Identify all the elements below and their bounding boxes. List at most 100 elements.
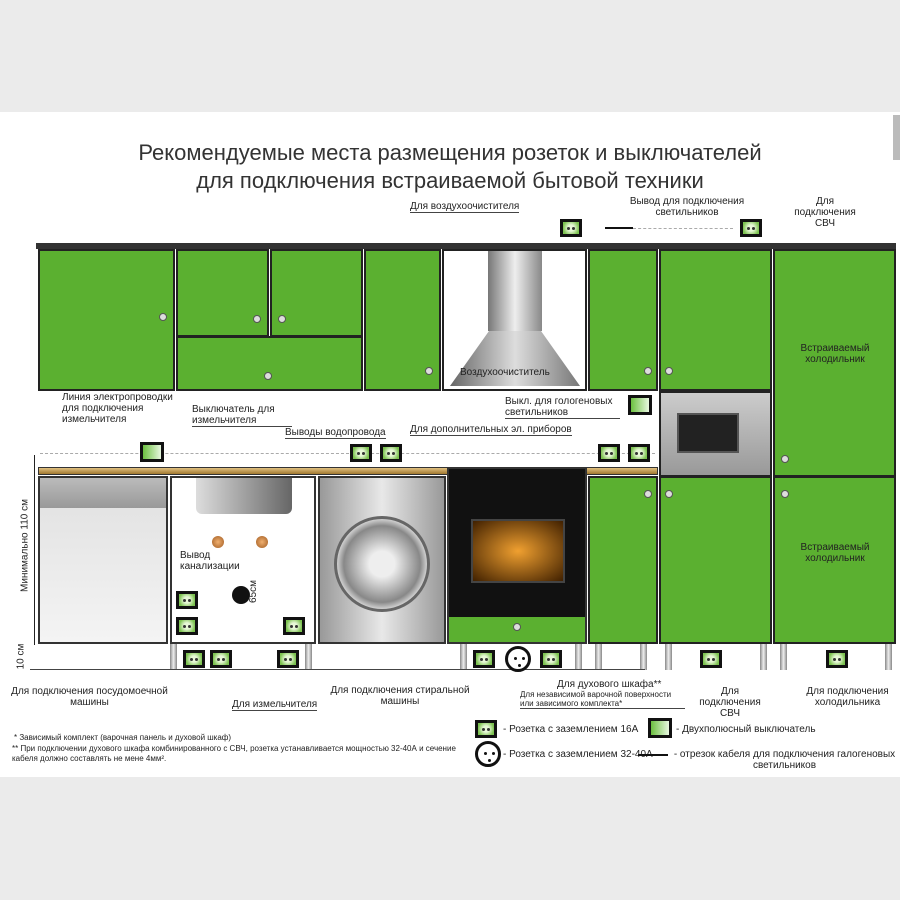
- label-microwave: Для подключения СВЧ: [699, 686, 761, 719]
- handle-icon: [253, 315, 261, 323]
- cable-icon: [605, 227, 633, 229]
- label-hood: Воздухоочиститель: [460, 367, 550, 378]
- socket-oven-aux: [473, 650, 495, 668]
- water-outlet-icon: [212, 536, 224, 548]
- socket-grinder-1: [176, 591, 198, 609]
- cabinet-leg: [595, 644, 602, 670]
- handle-icon: [425, 367, 433, 375]
- note-2: ** При подключении духового шкафа комбин…: [12, 744, 456, 763]
- label-65cm: 65см: [248, 580, 259, 603]
- socket-microwave: [700, 650, 722, 668]
- socket-microwave-top: [740, 219, 762, 237]
- fridge-lower: Встраиваемый холодильник: [773, 476, 896, 644]
- label-extra-appliances: Для дополнительных эл. приборов: [410, 424, 572, 436]
- dishwasher-panel: [40, 478, 166, 508]
- floor-line: [30, 669, 645, 670]
- label-fridge-lower: Встраиваемый холодильник: [800, 542, 870, 564]
- label-air-cleaner: Для воздухоочистителя: [410, 201, 520, 213]
- switch-halogen: [628, 395, 652, 415]
- label-fridge-upper: Встраиваемый холодильник: [800, 343, 870, 365]
- washing-machine: [318, 476, 446, 644]
- upper-cabinet: [176, 336, 363, 391]
- cabinet-leg: [760, 644, 767, 670]
- upper-cabinet: [588, 249, 658, 391]
- scrollbar-thumb[interactable]: [893, 115, 900, 160]
- upper-cabinet-top: [36, 243, 896, 249]
- socket-air-cleaner: [560, 219, 582, 237]
- cabinet-leg: [780, 644, 787, 670]
- legend-socket32-icon: [475, 741, 501, 767]
- socket-hob-32a: [505, 646, 531, 672]
- label-wiring-line: Линия электропроводки для подключения из…: [62, 392, 173, 425]
- socket-grinder: [210, 650, 232, 668]
- socket-washer: [277, 650, 299, 668]
- label-hob: Для независимой варочной поверхности или…: [520, 690, 685, 709]
- cabinet-leg: [575, 644, 582, 670]
- dimension-line: [34, 455, 35, 645]
- label-min-height: Минимально 110 см: [19, 499, 31, 592]
- socket-extra-4: [628, 444, 650, 462]
- label-washer: Для подключения стиральной машины: [330, 685, 470, 707]
- microwave: [659, 391, 772, 477]
- socket-washer-high: [283, 617, 305, 635]
- countertop: [38, 467, 658, 475]
- label-oven: Для духового шкафа**: [557, 679, 662, 690]
- sink-icon: [196, 478, 292, 514]
- dishwasher: [38, 476, 168, 644]
- upper-cabinet: [38, 249, 175, 391]
- socket-grinder-2: [176, 617, 198, 635]
- cabinet-leg: [640, 644, 647, 670]
- label-sewer: Вывод канализации: [180, 550, 240, 572]
- legend-socket16-icon: [475, 720, 497, 738]
- handle-icon: [513, 623, 521, 631]
- socket-fridge: [826, 650, 848, 668]
- legend-cable-icon: [638, 754, 668, 756]
- cabinet-leg: [665, 644, 672, 670]
- hood-chimney: [488, 251, 542, 331]
- handle-icon: [644, 367, 652, 375]
- handle-icon: [665, 367, 673, 375]
- water-outlet-icon: [256, 536, 268, 548]
- lower-cabinet: [659, 476, 772, 644]
- fridge-upper: Встраиваемый холодильник: [773, 249, 896, 477]
- legend-socket32: - Розетка с заземлением 32-40А: [503, 749, 653, 760]
- sewer-icon: [232, 586, 250, 604]
- socket-extra-3: [598, 444, 620, 462]
- washer-door: [334, 516, 430, 612]
- cabinet-leg: [170, 644, 177, 670]
- legend-socket16: - Розетка с заземлением 16А: [503, 724, 639, 735]
- hood-niche: Воздухоочиститель: [442, 249, 587, 391]
- socket-oven: [540, 650, 562, 668]
- handle-icon: [665, 490, 673, 498]
- label-water-outlets: Выводы водопровода: [285, 427, 386, 439]
- socket-extra-1: [350, 444, 372, 462]
- oven-window: [471, 519, 565, 583]
- oven: [449, 469, 585, 617]
- microwave-window: [677, 413, 739, 453]
- wiring-line: [40, 453, 655, 454]
- wiring-line: [633, 228, 733, 229]
- title-line-1: Рекомендуемые места размещения розеток и…: [138, 140, 762, 165]
- upper-cabinet: [270, 249, 363, 337]
- upper-cabinet: [176, 249, 269, 337]
- handle-icon: [781, 490, 789, 498]
- legend-switch-icon: [648, 718, 672, 738]
- title-line-2: для подключения встраиваемой бытовой тех…: [196, 168, 704, 193]
- handle-icon: [264, 372, 272, 380]
- lower-cabinet: [588, 476, 658, 644]
- legend-switch: - Двухполюсный выключатель: [676, 724, 816, 735]
- handle-icon: [644, 490, 652, 498]
- label-halogen-switch: Выкл. для гологеновых светильников: [505, 396, 620, 419]
- label-lights-outlet: Вывод для подключения светильников: [629, 196, 745, 218]
- socket-extra-2: [380, 444, 402, 462]
- socket-dishwasher: [183, 650, 205, 668]
- label-microwave-top: Для подключения СВЧ: [794, 196, 856, 229]
- label-10cm: 10 см: [15, 643, 27, 670]
- switch-grinder: [140, 442, 164, 462]
- cabinet-leg: [885, 644, 892, 670]
- label-fridge: Для подключения холодильника: [806, 686, 889, 708]
- note-1: * Зависимый комплект (варочная панель и …: [14, 733, 232, 742]
- label-dishwasher: Для подключения посудомоечной машины: [11, 686, 168, 708]
- oven-cabinet: [447, 467, 587, 644]
- upper-cabinet: [659, 249, 772, 391]
